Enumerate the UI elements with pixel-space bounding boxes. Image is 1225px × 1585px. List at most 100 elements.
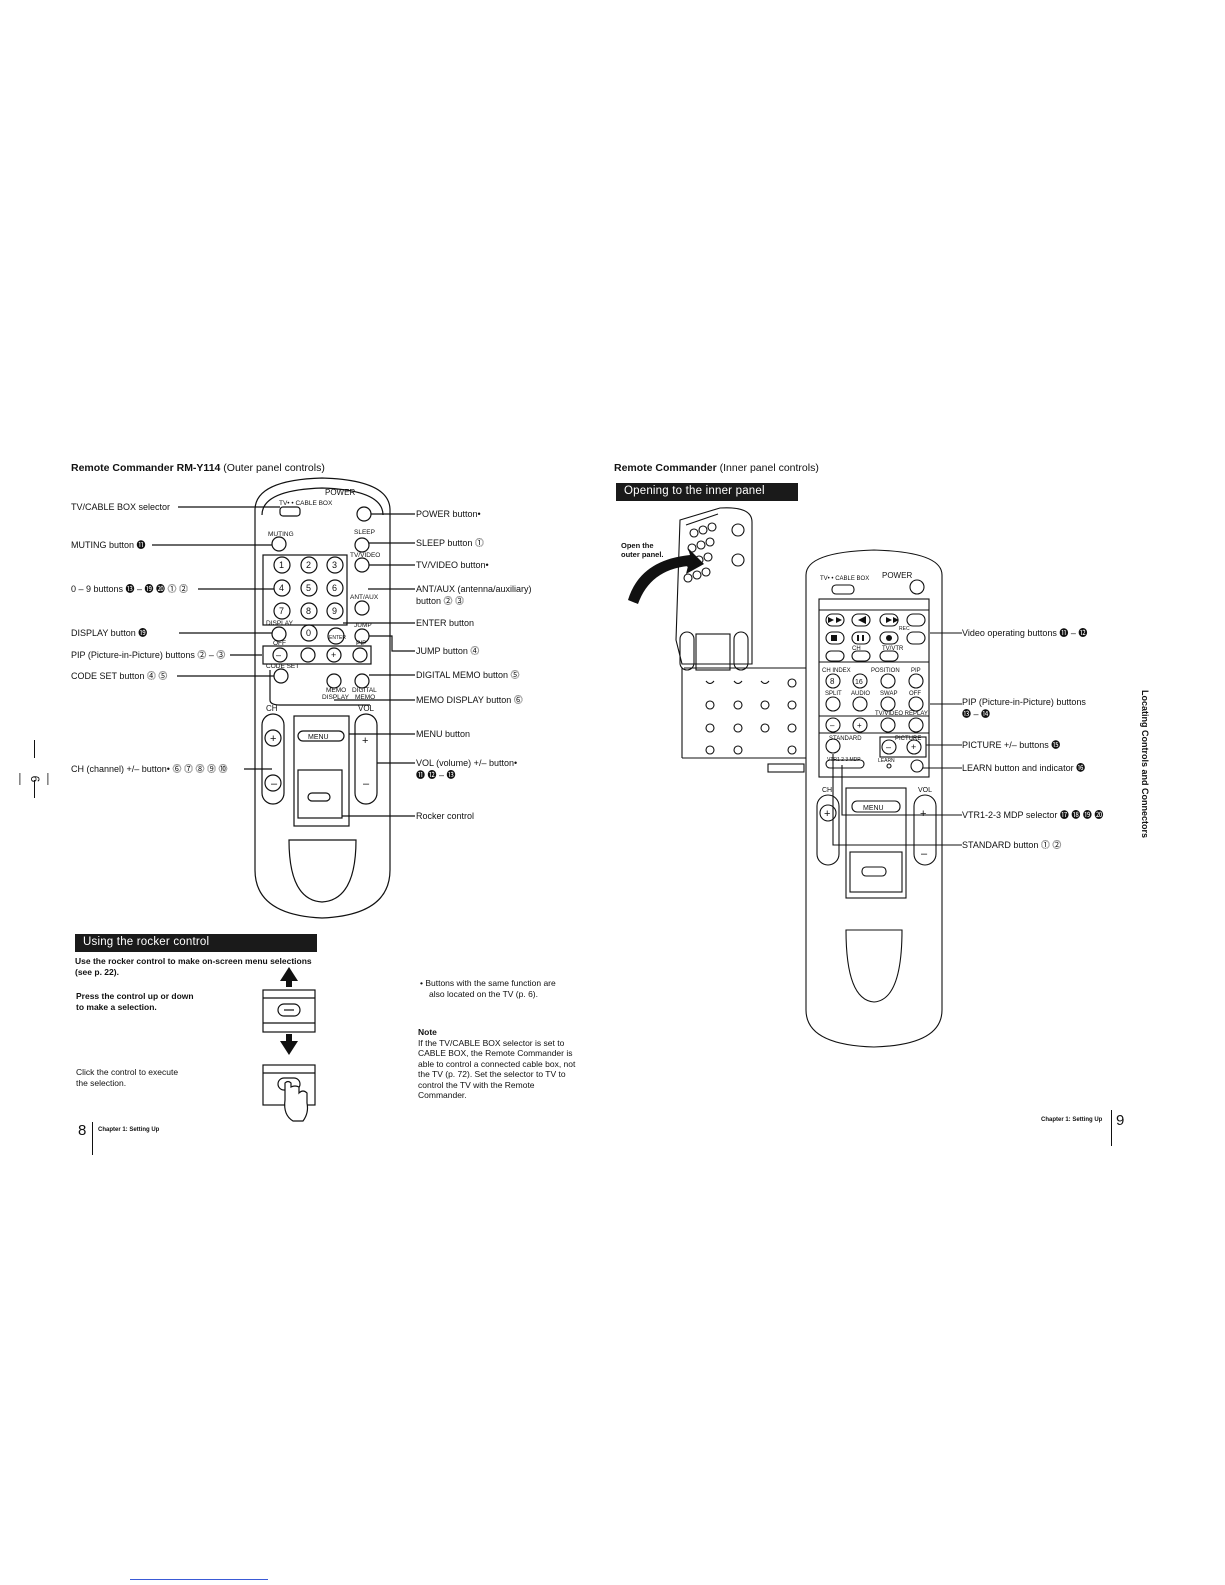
label-vol-ref: ⓫ ⓬ – ⓭ — [416, 770, 456, 780]
up-arrow-icon — [280, 967, 298, 987]
svg-text:TV/VIDEO: TV/VIDEO — [350, 552, 380, 559]
label-memo-display: MEMO DISPLAY button ⓺ — [416, 695, 523, 705]
label-learn: LEARN button and indicator ⓰ — [962, 763, 1086, 773]
svg-text:TV/VTR: TV/VTR — [882, 646, 904, 652]
svg-text:PIP: PIP — [911, 668, 921, 674]
svg-text:16: 16 — [855, 679, 863, 686]
left-page-number: 8 — [78, 1122, 87, 1139]
rocker-press-text: Press the control up or down to make a s… — [76, 991, 194, 1012]
label-rocker: Rocker control — [416, 811, 475, 821]
label-enter: ENTER button — [416, 618, 475, 628]
svg-text:MEMO: MEMO — [355, 694, 375, 701]
svg-text:CH: CH — [822, 787, 832, 794]
label-display: DISPLAY button ⓳ — [71, 628, 148, 638]
svg-text:4: 4 — [279, 583, 284, 593]
label-tvvideo: TV/VIDEO button• — [416, 560, 489, 570]
svg-text:TV• • CABLE BOX: TV• • CABLE BOX — [279, 500, 333, 507]
svg-text:POWER: POWER — [325, 488, 355, 497]
svg-text:6: 6 — [332, 583, 337, 593]
open-arrow-icon — [628, 548, 704, 604]
svg-text:ENTER: ENTER — [329, 635, 346, 641]
label-digital-memo: DIGITAL MEMO button ⓹ — [416, 670, 520, 680]
label-codeset: CODE SET button ⓸ ⓹ — [71, 671, 168, 681]
label-muting: MUTING button ⓫ — [71, 540, 146, 550]
label-digit-buttons: 0 – 9 buttons ⓭ – ⓳ ⓴ ⓵ ⓶ — [71, 584, 189, 594]
svg-text:+: + — [911, 742, 916, 752]
svg-text:REC: REC — [899, 626, 910, 632]
margin-page-mark: — 6 — — [14, 740, 56, 800]
label-jump: JUMP button ⓸ — [416, 646, 480, 656]
svg-text:8: 8 — [306, 606, 311, 616]
side-chapter-tab: Locating Controls and Connectors — [1140, 690, 1150, 839]
bottom-edge-line — [130, 1579, 268, 1580]
svg-text:+: + — [824, 808, 830, 820]
svg-text:TV/VIDEO REPLAY: TV/VIDEO REPLAY — [875, 711, 928, 717]
label-tvcable-selector: TV/CABLE BOX selector — [71, 502, 171, 512]
svg-text:+: + — [857, 721, 862, 730]
svg-text:SWAP: SWAP — [880, 691, 897, 697]
svg-text:CH: CH — [852, 646, 861, 652]
left-page-divider — [92, 1122, 93, 1155]
svg-text:+: + — [270, 733, 276, 745]
svg-text:1: 1 — [279, 560, 284, 570]
svg-text:ANT/AUX: ANT/AUX — [350, 594, 379, 601]
svg-text:–: – — [276, 650, 281, 660]
svg-text:0: 0 — [306, 628, 311, 638]
svg-text:MUTING: MUTING — [268, 531, 294, 538]
note-block: Note If the TV/CABLE BOX selector is set… — [418, 1027, 576, 1100]
svg-text:AUDIO: AUDIO — [851, 691, 870, 697]
svg-text:CH: CH — [266, 704, 278, 713]
svg-text:VTR1 2 3 MDP: VTR1 2 3 MDP — [827, 757, 861, 763]
svg-text:MENU: MENU — [308, 734, 329, 741]
right-footer: Chapter 1: Setting Up — [1041, 1117, 1103, 1123]
svg-text:MEMO: MEMO — [326, 687, 346, 694]
label-menu: MENU button — [416, 729, 471, 739]
svg-text:+: + — [331, 650, 336, 660]
rocker-diagram — [262, 967, 316, 1122]
label-inner-pip: PIP (Picture-in-Picture) buttons — [962, 697, 1086, 707]
label-pip: PIP (Picture-in-Picture) buttons ⓶ – ⓷ — [71, 650, 226, 660]
svg-text:JUMP: JUMP — [354, 622, 372, 629]
down-arrow-icon — [280, 1034, 298, 1055]
svg-text:9: 9 — [332, 606, 337, 616]
svg-text:+: + — [362, 735, 368, 747]
left-footer: Chapter 1: Setting Up — [98, 1127, 160, 1133]
right-page-divider — [1111, 1110, 1112, 1146]
svg-text:–: – — [271, 778, 278, 790]
hand-icon — [284, 1080, 309, 1122]
svg-text:POWER: POWER — [882, 571, 912, 580]
bullet-note: • Buttons with the same function are als… — [420, 978, 556, 999]
svg-text:STANDARD: STANDARD — [829, 736, 862, 742]
left-heading: Remote Commander RM-Y114 (Outer panel co… — [71, 462, 325, 474]
svg-text:DISPLAY: DISPLAY — [322, 694, 350, 701]
right-heading: Remote Commander (Inner panel controls) — [614, 462, 819, 474]
rocker-click-text: Click the control to execute the selecti… — [76, 1067, 179, 1088]
svg-text:CODE SET: CODE SET — [266, 663, 299, 670]
label-ch: CH (channel) +/– button• ⓺ ⓻ ⓼ ⓽ ⓾ — [71, 764, 228, 774]
label-vtr-selector: VTR1-2-3 MDP selector ⓱ ⓲ ⓳ ⓴ — [962, 810, 1104, 820]
svg-text:DISPLAY: DISPLAY — [266, 620, 294, 627]
svg-text:SPLIT: SPLIT — [825, 691, 842, 697]
rocker-intro: Use the rocker control to make on-screen… — [75, 956, 312, 977]
svg-text:PIP: PIP — [356, 640, 366, 647]
svg-text:+: + — [920, 808, 926, 820]
svg-text:OFF: OFF — [273, 640, 286, 647]
svg-text:PICTURE: PICTURE — [895, 736, 921, 742]
label-inner-pip-ref: ⓭ – ⓮ — [962, 709, 991, 719]
svg-text:POSITION: POSITION — [871, 668, 900, 674]
svg-text:VOL: VOL — [918, 787, 932, 794]
label-power: POWER button• — [416, 509, 481, 519]
svg-text:LEARN: LEARN — [878, 758, 895, 764]
inner-remote-body — [805, 549, 943, 1048]
svg-text:5: 5 — [306, 583, 311, 593]
svg-text:–: – — [363, 778, 370, 790]
svg-text:7: 7 — [279, 606, 284, 616]
svg-text:OFF: OFF — [909, 691, 921, 697]
svg-text:VOL: VOL — [358, 704, 375, 713]
svg-text:MENU: MENU — [863, 805, 884, 812]
svg-text:TV• • CABLE BOX: TV• • CABLE BOX — [820, 576, 869, 582]
svg-text:SLEEP: SLEEP — [354, 529, 375, 536]
inner-panel-section-title: Opening to the inner panel — [616, 483, 798, 501]
